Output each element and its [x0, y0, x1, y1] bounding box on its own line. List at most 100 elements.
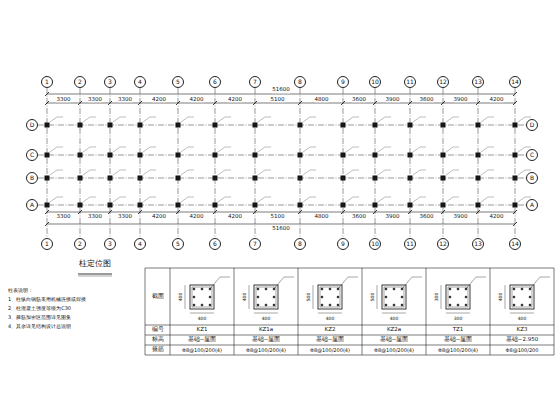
- column-name: KZ2a: [387, 327, 401, 333]
- axis-number: 6: [213, 79, 217, 85]
- axis-number: C: [530, 152, 534, 158]
- dimension: 3600: [352, 214, 366, 220]
- axis-bubble: 1: [41, 238, 53, 250]
- axis-number: 4: [138, 79, 142, 85]
- column-marks: [45, 117, 532, 208]
- column-name: KZ3: [517, 327, 528, 333]
- dimension: 4200: [152, 214, 166, 220]
- axis-number: 13: [474, 79, 482, 85]
- column-name: KZ2: [325, 327, 336, 333]
- axis-bubble: 11: [404, 76, 416, 88]
- axis-number: 5: [176, 241, 180, 247]
- axis-bubble: 11: [404, 238, 416, 250]
- axis-number: 1: [45, 241, 49, 247]
- column-name: KZ1a: [259, 327, 273, 333]
- dimension: 3900: [454, 214, 468, 220]
- axis-bubble: 6: [209, 76, 221, 88]
- axis-bubble: 7: [249, 76, 261, 88]
- axis-number: B: [530, 175, 534, 181]
- note: 1、柱纵向钢筋采用机械连接或焊接: [8, 297, 86, 302]
- axis-bubble: 12: [437, 238, 449, 250]
- axis-bubble: 5: [172, 238, 184, 250]
- axis-number: 10: [371, 241, 379, 247]
- axis-bubble: 1: [41, 76, 53, 88]
- note: 柱表说明：: [8, 288, 33, 293]
- axis-line: [443, 88, 444, 238]
- section-dimension: 500: [371, 293, 376, 302]
- axis-number: D: [530, 122, 535, 128]
- section-dimension: 400: [198, 317, 207, 322]
- stirrup-cell: Φ8@100/200(4): [246, 348, 286, 353]
- axis-number: B: [30, 175, 34, 181]
- elevation-cell: 基础~屋面: [188, 337, 217, 343]
- dimension: 4800: [315, 97, 329, 103]
- axis-bubble: B: [26, 172, 38, 184]
- axis-number: 11: [406, 79, 414, 85]
- dimension: 4200: [190, 214, 204, 220]
- axis-bubble: 3: [104, 76, 116, 88]
- section-dimension: 400: [243, 293, 248, 302]
- dimension: 4200: [228, 214, 242, 220]
- axis-line: [300, 88, 301, 238]
- table-header: 截面: [152, 294, 164, 300]
- dimension: 3900: [454, 97, 468, 103]
- axis-number: 12: [439, 79, 447, 85]
- axis-line: [38, 205, 526, 206]
- axis-bubble: A: [526, 199, 538, 211]
- axis-number: 1: [45, 79, 49, 85]
- axis-bubble: 2: [74, 76, 86, 88]
- table-header: 编号: [152, 327, 164, 333]
- dimension: 3600: [352, 97, 366, 103]
- elevation-cell: 基础~2.950: [506, 337, 538, 343]
- axis-bubble: 9: [337, 238, 349, 250]
- axis-bubble: 7: [249, 238, 261, 250]
- section-dimension: 500: [307, 293, 312, 302]
- dimension: 3300: [57, 214, 71, 220]
- axis-line: [255, 88, 256, 238]
- axis-number: 9: [341, 241, 345, 247]
- dimension: 3300: [57, 97, 71, 103]
- axis-bubble: 4: [134, 76, 146, 88]
- axis-bubble: C: [26, 149, 38, 161]
- axis-number: 10: [371, 79, 379, 85]
- axis-bubble: 2: [74, 238, 86, 250]
- dimension: 4200: [490, 214, 504, 220]
- stirrup-cell: Φ8@100/200: [506, 348, 539, 353]
- elevation-cell: 基础~屋面: [380, 337, 409, 343]
- section-dimension: 300: [435, 293, 440, 302]
- column-table: [145, 268, 554, 355]
- table-header: 标高: [152, 337, 164, 343]
- axis-bubble: 9: [337, 76, 349, 88]
- drawing-title: 柱定位图: [79, 260, 111, 268]
- axis-bubble: 13: [472, 238, 484, 250]
- section-dimension: 400: [326, 317, 335, 322]
- section-dimension: 400: [499, 293, 504, 302]
- axis-number: A: [30, 202, 34, 208]
- axis-line: [80, 88, 81, 238]
- axis-line: [375, 88, 376, 238]
- axis-line: [410, 88, 411, 238]
- section-dimension: 400: [518, 317, 527, 322]
- axis-number: C: [30, 152, 34, 158]
- axis-line: [215, 88, 216, 238]
- stirrup-cell: Φ8@100/200(4): [438, 348, 478, 353]
- axis-line: [343, 88, 344, 238]
- axis-bubble: 10: [369, 76, 381, 88]
- axis-bubble: C: [526, 149, 538, 161]
- note: 3、箍筋加密区范围详见图集: [8, 315, 71, 320]
- axis-line: [140, 88, 141, 238]
- axis-number: 13: [474, 241, 482, 247]
- dimension: 3300: [118, 97, 132, 103]
- axis-number: D: [30, 122, 35, 128]
- axis-number: A: [530, 202, 534, 208]
- table-header: 箍筋: [152, 347, 164, 353]
- dimension: 3900: [386, 97, 400, 103]
- axis-number: 9: [341, 79, 345, 85]
- axis-number: 2: [78, 79, 82, 85]
- dimension: 4200: [228, 97, 242, 103]
- elevation-cell: 基础~屋面: [252, 337, 281, 343]
- dimension: 3300: [88, 97, 102, 103]
- elevation-cell: 基础~屋面: [444, 337, 473, 343]
- axis-number: 6: [213, 241, 217, 247]
- dimension: 5100: [271, 214, 285, 220]
